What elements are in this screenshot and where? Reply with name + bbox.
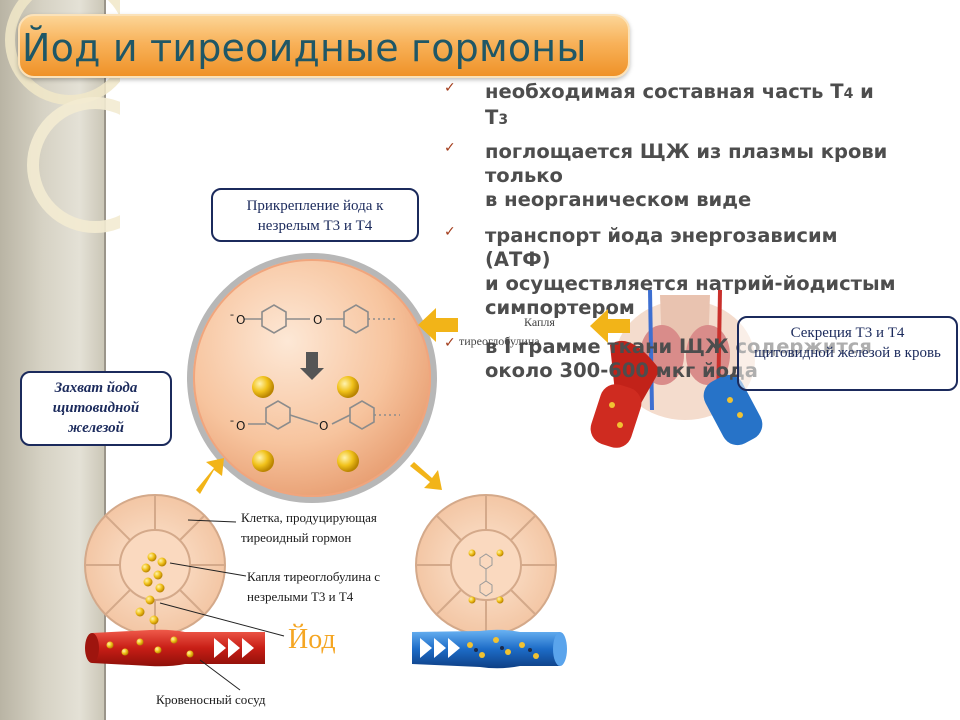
check-icon: ✓ xyxy=(444,140,456,156)
bullet-line: поглощается ЩЖ из плазмы крови xyxy=(485,140,888,163)
droplet-label: Капля тиреоглобулина с незрелыми Т3 и Т4 xyxy=(247,569,381,604)
subscript: 3 xyxy=(498,112,509,128)
molecule-o-label: - xyxy=(230,413,234,427)
blood-vessel-red xyxy=(85,629,265,667)
bullet-line: необходимая составная часть Т4 и xyxy=(485,80,874,103)
molecule-o-label: O xyxy=(236,419,246,433)
bullet-item: необходимая составная часть Т4 и Т3 xyxy=(485,80,874,132)
left-cell xyxy=(84,494,226,636)
check-icon: ✓ xyxy=(444,335,456,351)
arrow-down-right-icon xyxy=(410,462,442,490)
droplet-label-small: тиреоглобулина xyxy=(459,334,540,348)
molecule-o-label: O xyxy=(236,313,246,327)
check-icon: ✓ xyxy=(444,224,456,240)
bullet-line: симпортером xyxy=(485,296,635,319)
slide-title: Йод и тиреоидные гормоны xyxy=(22,26,587,70)
secretion-box: Секреция Т3 и Т4 щитовидной железой в кр… xyxy=(737,316,958,391)
arrow-left-icon xyxy=(590,309,630,343)
bullet-line: в неорганическом виде xyxy=(485,188,752,211)
molecule-o-label: O xyxy=(313,313,323,327)
arrow-down-icon xyxy=(300,352,324,380)
right-cell xyxy=(415,494,557,636)
title-bar xyxy=(18,14,630,78)
check-icon: ✓ xyxy=(444,80,456,96)
molecule-o-label: O xyxy=(319,419,329,433)
thyroid-illustration xyxy=(590,290,763,448)
arrow-up-right-icon xyxy=(196,458,224,494)
attachment-box: Прикрепление йода к незрелым Т3 и Т4 xyxy=(211,188,419,242)
decorative-divider xyxy=(104,0,106,720)
droplet-label-small: Капля xyxy=(524,315,555,329)
bullet-item: транспорт йода энергозависим(АТФ)и осуще… xyxy=(485,224,896,320)
molecule-immature xyxy=(244,304,396,334)
cell-label: Клетка, продуцирующая тиреоидный гормон xyxy=(241,510,377,545)
bullet-line: транспорт йода энергозависим xyxy=(485,224,838,247)
arrow-left-icon xyxy=(418,308,458,342)
molecule-iodinated xyxy=(248,400,400,430)
iodine-label: Йод xyxy=(288,624,336,655)
subscript: 4 xyxy=(843,86,854,102)
vessel-label: Кровеносный сосуд xyxy=(156,692,266,707)
decorative-rings xyxy=(5,0,120,233)
bullet-line: (АТФ) xyxy=(485,248,551,271)
bullet-line: Т3 xyxy=(485,106,509,129)
capture-box: Захват йода щитовидной железой xyxy=(20,371,172,446)
blood-vessel-blue xyxy=(412,629,567,669)
molecule-o-label: - xyxy=(230,307,234,321)
bullet-line: около 300-600 мкг йода xyxy=(485,359,758,382)
bullet-line: и осуществляется натрий-йодистым xyxy=(485,272,896,295)
bullet-line: только xyxy=(485,164,563,187)
